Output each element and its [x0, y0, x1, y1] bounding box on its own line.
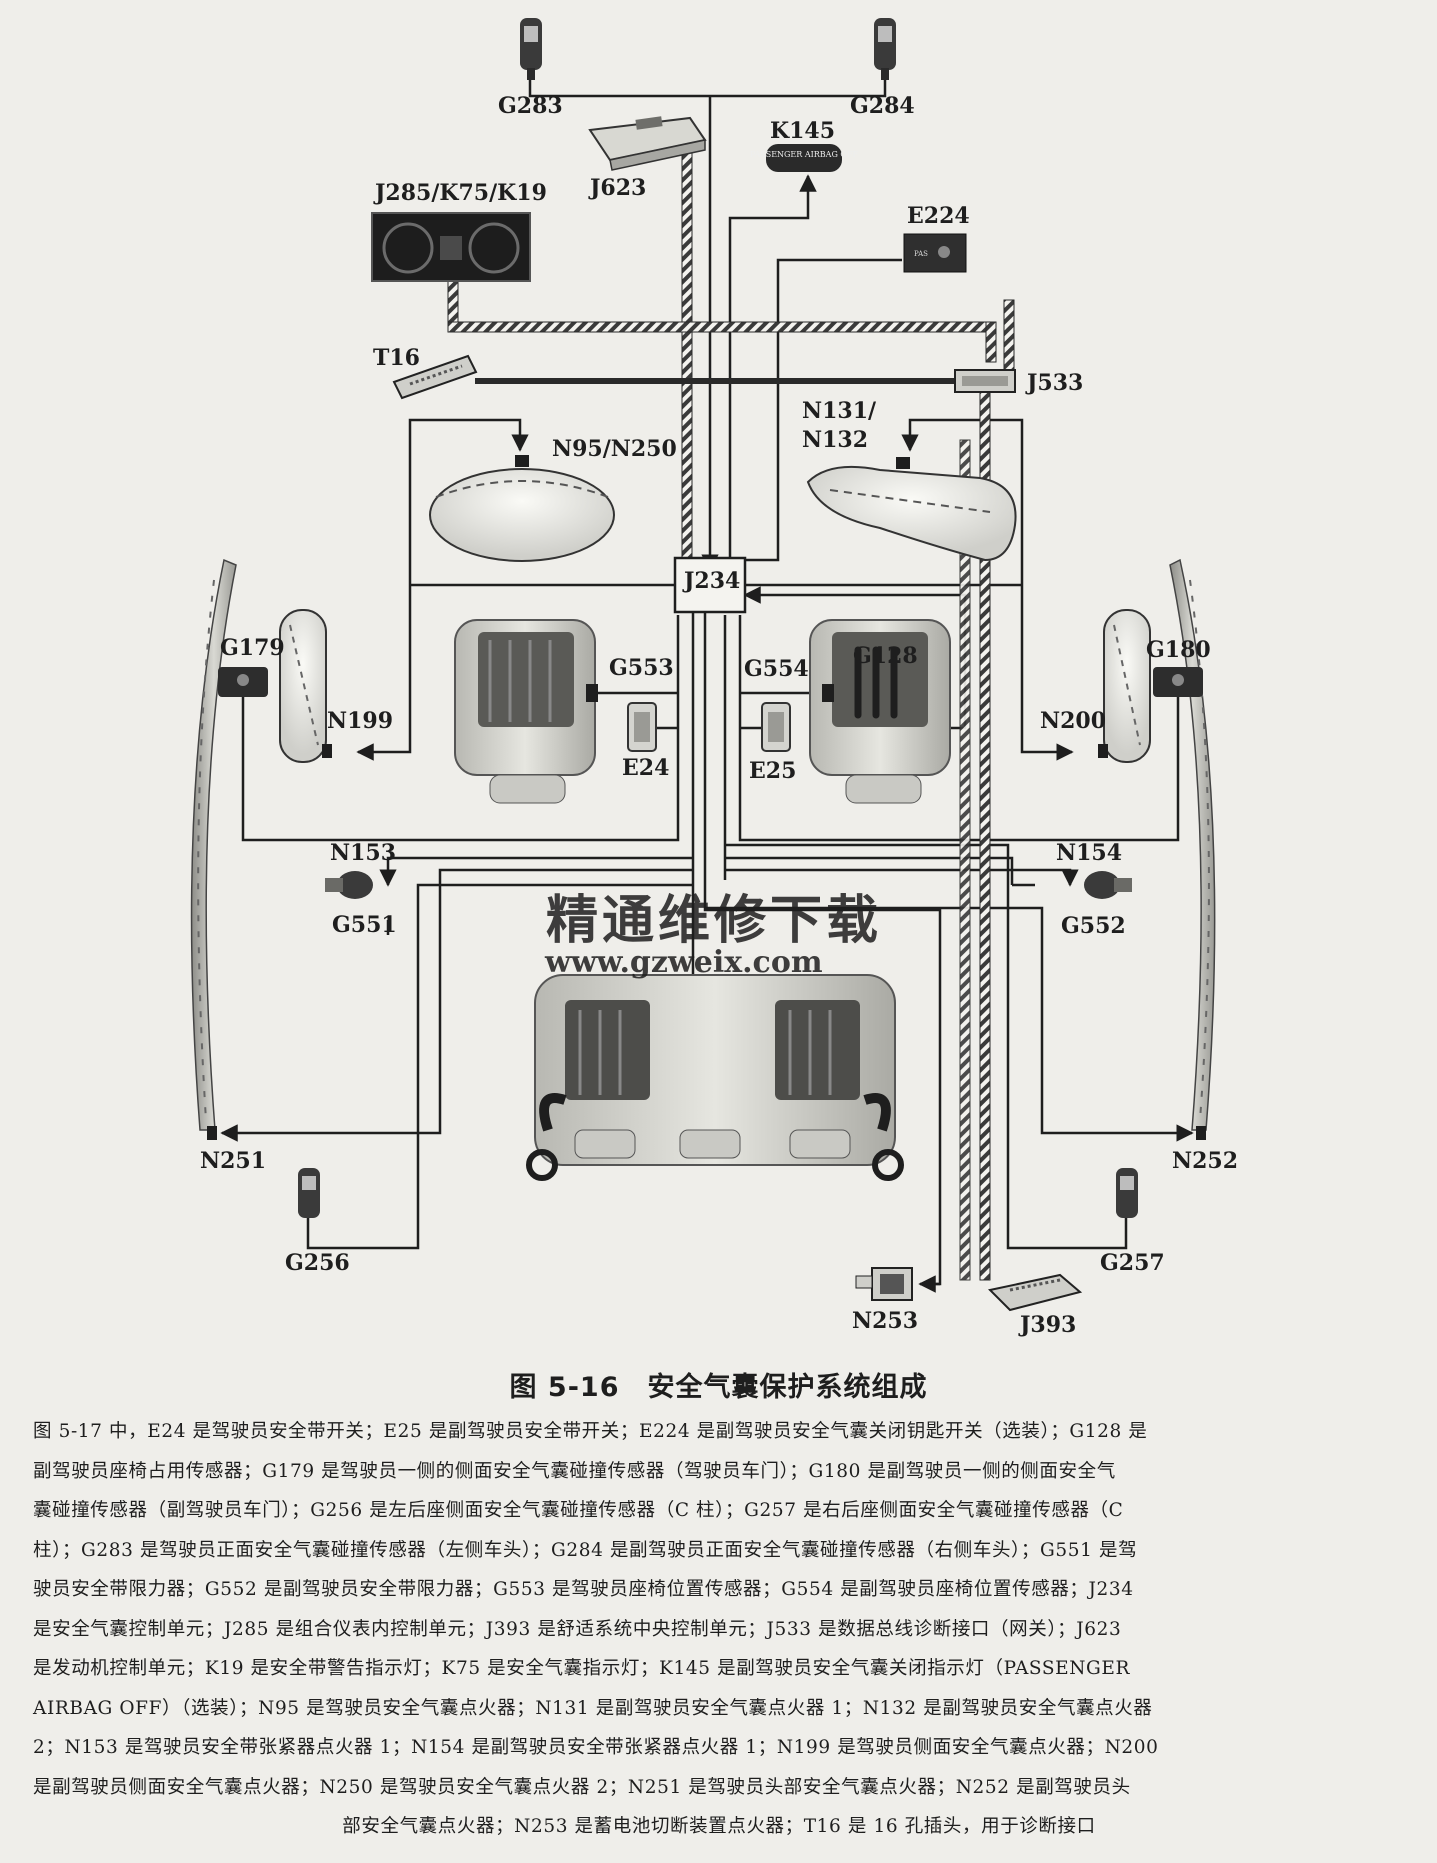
legend-line: 柱）；G283 是驾驶员正面安全气囊碰撞传感器（左侧车头）；G284 是副驾驶员…	[33, 1539, 1138, 1561]
label-j234: J234	[682, 568, 740, 594]
legend-line: 囊碰撞传感器（副驾驶员车门）；G256 是左后座侧面安全气囊碰撞传感器（C 柱）…	[33, 1500, 1124, 1521]
label-n131: N131/	[802, 398, 877, 424]
label-g554: G554	[744, 656, 809, 682]
label-n200: N200	[1040, 708, 1106, 734]
n251-igniter	[207, 1126, 217, 1140]
legend-line: 2；N153 是驾驶员安全带张紧器点火器 1；N154 是副驾驶员安全带张紧器点…	[33, 1737, 1159, 1758]
label-n132: N132	[802, 427, 868, 453]
watermark-cn: 精通维修下载	[546, 890, 882, 951]
can-bus	[447, 151, 1015, 1281]
legend-line: AIRBAG OFF）（选装）；N95 是驾驶员安全气囊点火器；N131 是副驾…	[33, 1697, 1153, 1719]
j234-airbag-control-unit	[673, 556, 747, 614]
label-g256: G256	[285, 1250, 350, 1276]
label-e24: E24	[622, 755, 669, 781]
label-j393: J393	[1018, 1312, 1076, 1338]
label-g283: G283	[498, 93, 563, 119]
n131-n132-passenger-airbag	[806, 457, 1017, 562]
g284-crash-sensor	[874, 18, 896, 80]
label-j623: J623	[588, 175, 646, 201]
g257-crash-sensor	[1116, 1168, 1138, 1218]
n200-passenger-side-airbag	[1098, 609, 1151, 763]
label-g553: G553	[609, 655, 674, 681]
legend-line: 是副驾驶员侧面安全气囊点火器；N250 是驾驶员安全气囊点火器 2；N251 是…	[33, 1776, 1131, 1798]
label-j285: J285/K75/K19	[373, 180, 547, 206]
j393-comfort-control-unit	[987, 1273, 1083, 1312]
n199-driver-side-airbag	[279, 609, 332, 763]
legend-line: 是安全气囊控制单元；J285 是组合仪表内控制单元；J393 是舒适系统中央控制…	[33, 1618, 1122, 1640]
k145-sign-text: PASSENGER AIRBAG OFF	[750, 150, 859, 159]
k145-passenger-airbag-off-lamp: PASSENGER AIRBAG OFF	[750, 144, 859, 172]
label-g257: G257	[1100, 1250, 1165, 1276]
label-n251: N251	[200, 1148, 266, 1174]
n253-battery-cutoff	[855, 1267, 913, 1301]
n153-g551-belt-tensioner	[325, 871, 373, 899]
label-n154: N154	[1056, 840, 1122, 866]
label-g179: G179	[220, 635, 285, 661]
legend-line: 部安全气囊点火器；N253 是蓄电池切断装置点火器；T16 是 16 孔插头，用…	[342, 1816, 1096, 1837]
n95-n250-driver-airbag	[429, 455, 615, 562]
watermark: 精通维修下载 www.gzweix.com	[544, 890, 882, 980]
j533-gateway	[954, 369, 1016, 393]
j285-instrument-cluster	[371, 212, 531, 282]
j623-engine-control-unit	[588, 116, 707, 171]
passenger-seat	[809, 619, 951, 804]
t16-diagnostic-connector	[392, 354, 478, 400]
g179-crash-sensor	[218, 667, 268, 697]
label-n199: N199	[327, 708, 393, 734]
svg-text:PAS: PAS	[914, 250, 928, 258]
label-e224: E224	[907, 203, 970, 229]
label-g552: G552	[1061, 913, 1126, 939]
right-curtain-airbag	[1169, 558, 1216, 1131]
g256-crash-sensor	[298, 1168, 320, 1218]
label-g128: G128	[853, 643, 918, 669]
n252-igniter	[1196, 1126, 1206, 1140]
airbag-system-diagram: PASSENGER AIRBAG OFF PAS	[190, 18, 1238, 1338]
driver-seat	[454, 619, 598, 804]
figure-caption: 图 5-16 安全气囊保护系统组成	[509, 1372, 928, 1403]
label-n153: N153	[330, 840, 396, 866]
g283-crash-sensor	[520, 18, 542, 80]
label-t16: T16	[373, 345, 420, 371]
figure-legend: 图 5-17 中，E24 是驾驶员安全带开关；E25 是副驾驶员安全带开关；E2…	[33, 1412, 1405, 1847]
label-e25: E25	[749, 758, 796, 784]
rear-bench-seat	[526, 974, 904, 1181]
legend-line: 是发动机控制单元；K19 是安全带警告指示灯；K75 是安全气囊指示灯；K145…	[33, 1658, 1131, 1679]
n154-g552-belt-tensioner	[1084, 871, 1132, 899]
watermark-url: www.gzweix.com	[544, 945, 823, 980]
label-j533: J533	[1025, 370, 1083, 396]
label-g284: G284	[850, 93, 915, 119]
e24-buckle-switch	[627, 702, 657, 752]
label-n95-n250: N95/N250	[552, 436, 677, 462]
label-g180: G180	[1146, 637, 1211, 663]
label-k145: K145	[770, 118, 835, 144]
legend-line: 副驾驶员座椅占用传感器；G179 是驾驶员一侧的侧面安全气囊碰撞传感器（驾驶员车…	[33, 1460, 1116, 1482]
e224-key-switch: PAS	[903, 233, 967, 273]
label-n252: N252	[1172, 1148, 1238, 1174]
label-n253: N253	[852, 1308, 918, 1334]
component-labels: G283 G284 J623 K145 J285/K75/K19 E224 T1…	[200, 93, 1238, 1338]
label-g551: G551	[332, 912, 397, 938]
e25-buckle-switch	[761, 702, 791, 752]
g180-crash-sensor	[1153, 667, 1203, 697]
legend-line: 驶员安全带限力器；G552 是副驾驶员安全带限力器；G553 是驾驶员座椅位置传…	[33, 1579, 1134, 1600]
legend-line: 图 5-17 中，E24 是驾驶员安全带开关；E25 是副驾驶员安全带开关；E2…	[33, 1421, 1148, 1442]
